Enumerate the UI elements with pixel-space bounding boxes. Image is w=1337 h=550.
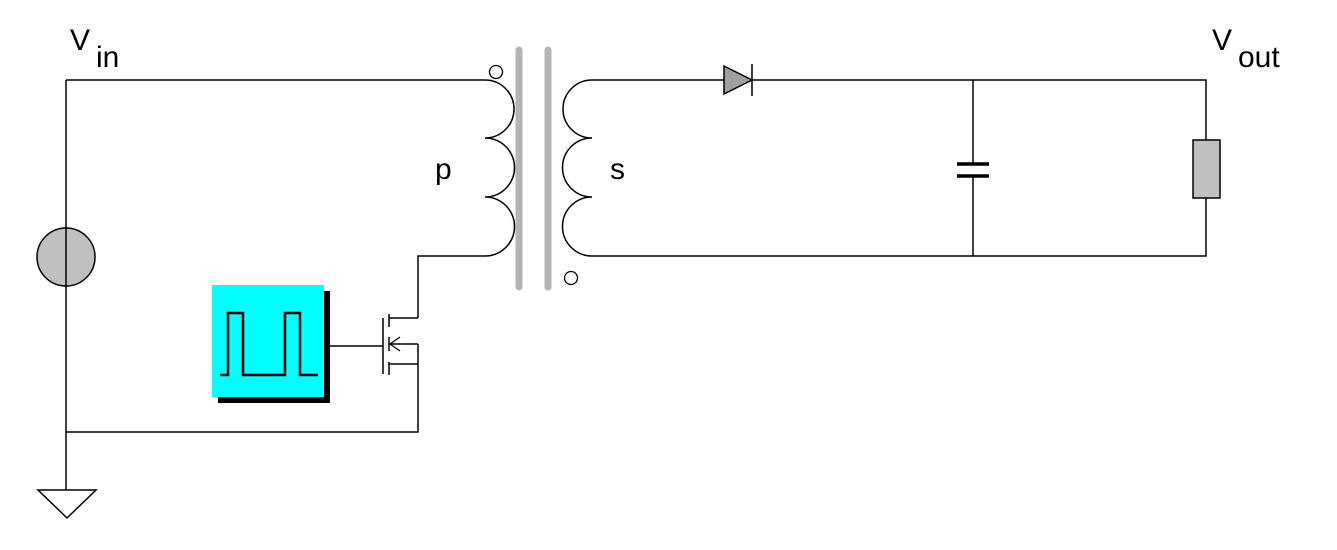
transformer-core [515, 46, 552, 291]
voltage-source [36, 227, 96, 287]
pulse-waveform-icon [220, 311, 318, 377]
secondary-dot [563, 270, 579, 286]
primary-dot [488, 64, 504, 80]
secondary-label: s [610, 153, 625, 186]
primary-label: p [435, 153, 452, 186]
mosfet-switch [382, 314, 419, 375]
diode [723, 64, 754, 96]
vin-label: V [70, 24, 90, 57]
capacitor [957, 162, 989, 178]
primary-winding [484, 64, 516, 257]
output-wiring [592, 79, 1207, 257]
secondary-winding [561, 79, 593, 286]
vout-label: V [1212, 24, 1232, 57]
load-resistor [1192, 139, 1221, 199]
input-wiring [65, 79, 485, 490]
ground-symbol [36, 489, 98, 520]
pulse-generator [212, 285, 330, 403]
vout-subscript: out [1238, 41, 1280, 74]
vin-subscript: in [96, 41, 119, 74]
